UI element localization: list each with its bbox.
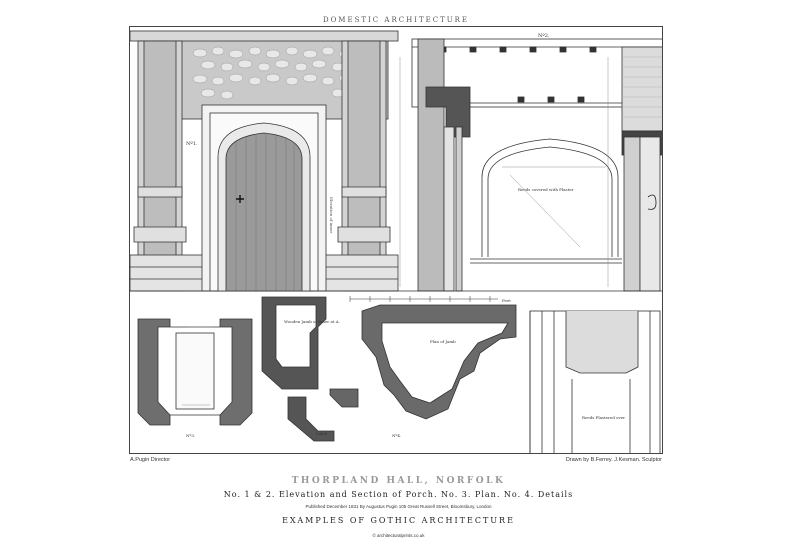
fig3-label: Nº3. (186, 433, 195, 438)
plate-drawing: Nº1. Elevation of inner (130, 30, 662, 453)
wooden-jamb-note: Wooden Jamb of Inner at A. (284, 319, 340, 324)
section-note: Reeds covered with Plaster (518, 187, 574, 192)
porch-section (411, 38, 662, 292)
fig4-label: Nº4. (392, 433, 401, 438)
plan-of-jamb-note: Plan of Jamb (430, 339, 456, 344)
credit-right: Drawn by B.Ferrey. J.Kesman. Sculptor (565, 457, 662, 463)
scale-bar-label: Feet (502, 298, 511, 303)
fig1-label: Nº1. (186, 141, 198, 147)
credit-left: A.Pugin Director (130, 457, 171, 463)
label-note: Label (316, 431, 328, 436)
porch-plan (137, 318, 253, 426)
fig2-label: Nº2. (538, 33, 550, 39)
plate-title: THORPLAND HALL, NORFOLK (291, 476, 506, 486)
plate-subtitle: No. 1 & 2. Elevation and Section of Porc… (223, 490, 574, 499)
architectural-plate: Nº1. Elevation of inner (129, 26, 663, 454)
series-title: EXAMPLES OF GOTHIC ARCHITECTURE (282, 516, 515, 525)
elevation-note: Elevation of inner (329, 197, 334, 233)
porch-details (261, 296, 661, 453)
plate-header: DOMESTIC ARCHITECTURE (322, 16, 470, 24)
reeds-note: Reeds Plastered over (582, 415, 625, 420)
site-credit: © architecturalprints.co.uk (372, 533, 425, 538)
publication-line: Published December 1831 By Augustus Pugi… (305, 504, 492, 509)
porch-elevation (130, 30, 401, 292)
